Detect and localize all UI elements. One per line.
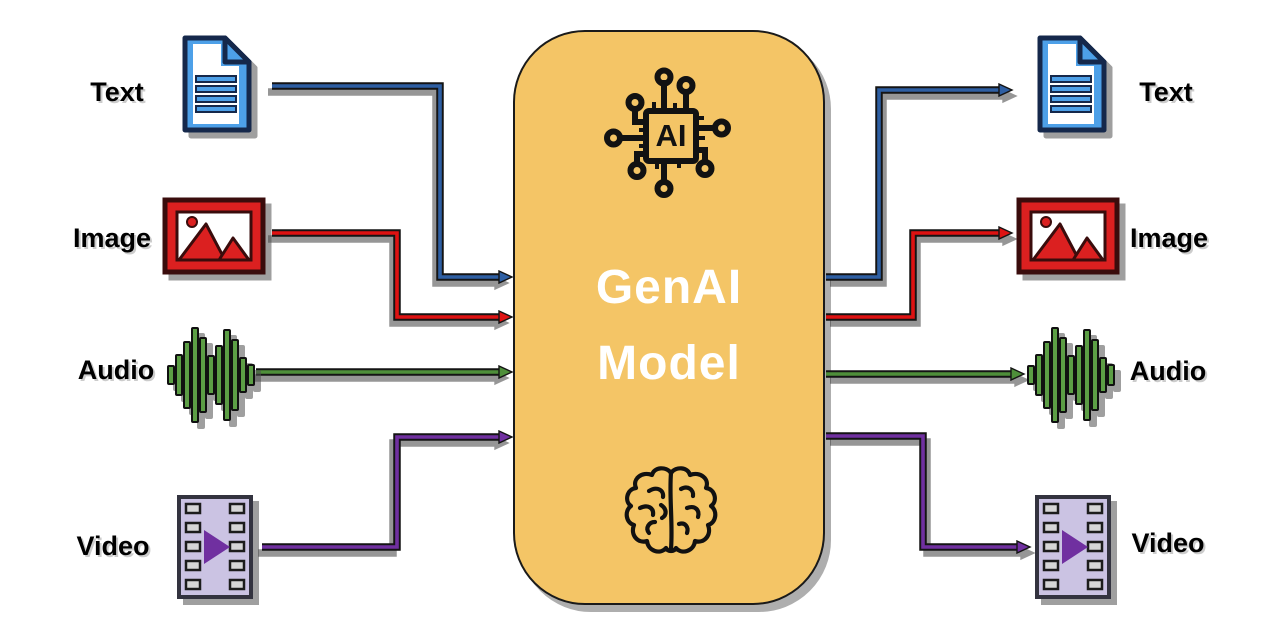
text-output-arrow <box>826 90 1000 281</box>
input-text-document-icon <box>175 32 257 136</box>
genai-model-box: AI GenAI Model <box>513 30 825 605</box>
image-input-arrow <box>272 229 500 317</box>
output-label-text: Text <box>1139 77 1193 107</box>
output-text-document-icon <box>1030 32 1112 136</box>
play-triangle-icon <box>1062 530 1088 564</box>
play-triangle-icon <box>204 530 230 564</box>
text-input-arrow <box>272 82 500 277</box>
output-label-video: Video <box>1131 528 1205 558</box>
title-line-1: GenAI <box>595 261 743 314</box>
ai-chip-label: AI <box>656 118 687 153</box>
input-label-audio: Audio <box>77 355 155 385</box>
input-audio-waveform-icon <box>166 326 258 424</box>
image-output-arrow <box>826 233 1000 321</box>
output-label-audio: Audio <box>1129 356 1207 386</box>
video-input-arrow <box>262 437 500 551</box>
input-label-text: Text <box>90 77 144 107</box>
genai-model-title: GenAI Model <box>515 250 823 402</box>
ai-chip-icon: AI <box>604 67 731 198</box>
input-label-image: Image <box>72 223 152 253</box>
brain-icon <box>624 466 718 554</box>
output-label-image: Image <box>1129 223 1209 253</box>
title-line-2: Model <box>597 337 741 390</box>
output-film-strip-icon <box>1034 494 1112 600</box>
input-image-icon <box>162 197 266 275</box>
input-film-strip-icon <box>176 494 254 600</box>
output-audio-waveform-icon <box>1026 326 1118 424</box>
output-image-icon <box>1016 197 1120 275</box>
video-output-arrow <box>826 432 1018 547</box>
input-label-video: Video <box>76 531 150 561</box>
